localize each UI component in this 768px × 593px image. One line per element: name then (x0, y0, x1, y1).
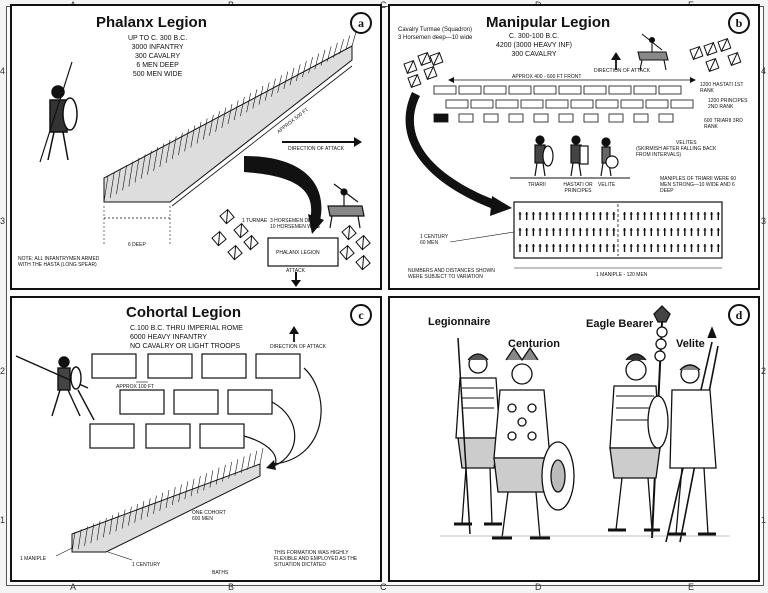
cohortal-title: Cohortal Legion (126, 304, 241, 321)
grid-number-2-left: 2 (0, 366, 6, 376)
phalanx-detail-2: 3000 INFANTRY (131, 44, 184, 51)
hoplite-figure (39, 61, 78, 163)
phalanx-details: UP TO C. 300 B.C. 3000 INFANTRY 300 CAVA… (128, 34, 187, 79)
maniple-ranks (433, 85, 694, 123)
artist-signature: BATHS (212, 570, 229, 576)
panel-b-badge: b (728, 12, 750, 34)
cohortal-diagram (15, 326, 322, 561)
manipular-details: C. 300-100 B.C. 4200 (3000 HEAVY INF) 30… (496, 32, 572, 59)
cavalry-rider (327, 183, 365, 229)
phalanx-direction-label: DIRECTION OF ATTACK (288, 146, 344, 152)
cohortal-details: C.100 B.C. THRU IMPERIAL ROME 6000 HEAVY… (130, 324, 243, 351)
phalanx-note: NOTE: ALL INFANTRYMEN ARMED WITH THE HAS… (18, 256, 100, 268)
cohortal-detail-2: 6000 HEAVY INFANTRY (130, 334, 208, 341)
label-legionnaire: Legionnaire (428, 316, 491, 328)
grid-number-1: 1 (761, 515, 767, 525)
phalanx-detail-5: 500 MEN WIDE (132, 71, 183, 78)
grid-letter-c-bottom: C (380, 582, 387, 592)
manipular-cavalry-note: Cavalry Turmae (Squadron) 3 Horsemen dee… (398, 26, 472, 42)
phalanx-box-label: PHALANX LEGION (276, 250, 320, 256)
cohortal-century-label: 1 CENTURY (132, 562, 161, 568)
manipular-title: Manipular Legion (486, 14, 611, 31)
cohortal-spacing-label: APPROX 100 FT (116, 384, 155, 390)
centurion-figure (492, 346, 575, 540)
phalanx-title: Phalanx Legion (96, 14, 207, 31)
manipular-detail-2: 4200 (3000 HEAVY INF) (496, 42, 573, 49)
cohort-label: ONE COHORT 600 MEN (192, 510, 226, 522)
phalanx-legend-turmae: 1 TURMAE (242, 218, 268, 224)
eagle-bearer-figure (608, 305, 671, 539)
grid-letter-c: C (380, 0, 387, 10)
phalanx-diagram (39, 31, 371, 287)
cohort-blocks (89, 353, 301, 449)
manipular-diagram (403, 33, 742, 269)
legionnaire-figure (454, 337, 502, 535)
javelin-thrower-figure (15, 355, 95, 421)
cohortal-detail-1: C.100 B.C. THRU IMPERIAL ROME (130, 325, 243, 332)
phalanx-legion-panel: a Phalanx Legion UP TO C. 300 B.C. 3000 … (10, 4, 382, 290)
cohortal-legion-panel: c Cohortal Legion C.100 B.C. THRU IMPERI… (10, 296, 382, 582)
manipular-legion-panel: b Manipular Legion Cavalry Turmae (Squad… (388, 4, 760, 290)
phalanx-depth-label: 6 DEEP (128, 242, 146, 248)
velites-note: (SKIRMISH AFTER FALLING BACK FROM INTERV… (636, 146, 717, 158)
label-centurion: Centurion (508, 338, 560, 350)
panel-c-badge: c (350, 304, 372, 326)
phalanx-legend-wide: 10 HORSEMEN WIDE (270, 224, 321, 230)
manipular-note: NUMBERS AND DISTANCES SHOWN WERE SUBJECT… (408, 268, 495, 280)
figure-label-velite: VELITE (598, 182, 616, 188)
grid-letter-e-bottom: E (688, 582, 695, 592)
manipular-detail-1: C. 300-100 B.C. (508, 33, 560, 40)
soldier-illustration (440, 305, 730, 543)
grid-number-4: 4 (761, 66, 767, 76)
soldier-figures-panel: d Legionnaire Centurion Eagle Bearer Vel… (388, 296, 760, 582)
manipular-front-label: APPROX 400 - 600 FT FRONT (512, 74, 582, 80)
panel-a-badge: a (350, 12, 372, 34)
manipular-cavalry (403, 37, 742, 89)
velite-figure (665, 326, 719, 543)
phalanx-soldiers (103, 31, 357, 203)
grid-number-2: 2 (761, 366, 767, 376)
cohort-soldiers (71, 447, 264, 553)
grid-letter-b-bottom: B (228, 582, 235, 592)
grid-letter-a-bottom: A (70, 582, 77, 592)
cohortal-direction-label: DIRECTION OF ATTACK (270, 344, 326, 350)
manipular-soldiers (534, 135, 619, 177)
cohortal-detail-3: NO CAVALRY OR LIGHT TROOPS (130, 343, 241, 350)
velites-label: VELITES (676, 140, 697, 146)
grid-number-3-left: 3 (0, 216, 6, 226)
label-eagle-bearer: Eagle Bearer (586, 318, 654, 330)
grid-number-1-left: 1 (0, 515, 6, 525)
manipular-detail-3: 300 CAVALRY (511, 51, 557, 58)
manipular-direction-label: DIRECTION OF ATTACK (594, 68, 650, 74)
triarii-label: 600 TRIARII 3RD RANK (704, 118, 743, 130)
manipular-cavalry-line-1: Cavalry Turmae (Squadron) (398, 27, 473, 33)
phalanx-detail-1: UP TO C. 300 B.C. (128, 35, 188, 42)
cohortal-note: THIS FORMATION WAS HIGHLY FLEXIBLE AND E… (274, 550, 358, 568)
phalanx-detail-3: 300 CAVALRY (135, 53, 181, 60)
century-soldiers (518, 212, 720, 252)
figure-label-hastati: HASTATI OR PRINCIPES (563, 182, 593, 194)
hastati-label: 1200 HASTATI 1ST RANK (700, 82, 744, 94)
phalanx-legend-horsemen: 3 HORSEMEN DEEP (270, 218, 319, 224)
century-label: 1 CENTURY 60 MEN (420, 234, 449, 246)
maniple-label: 1 MANIPLE - 120 MEN (596, 272, 648, 278)
cohortal-maniple-label: 1 MANIPLE (20, 556, 47, 562)
grid-number-3: 3 (761, 216, 767, 226)
principes-label: 1200 PRINCIPES 2ND RANK (708, 98, 748, 110)
triarii-note: MANIPLES OF TRIARII WERE 60 MEN STRONG—1… (660, 176, 737, 194)
cavalry-squadrons (211, 208, 371, 271)
figure-label-triarii: TRIARII (528, 182, 546, 188)
grid-letter-d-bottom: D (535, 582, 542, 592)
label-velite: Velite (676, 338, 705, 350)
phalanx-attack-label: ATTACK (286, 268, 305, 274)
manipular-cavalry-line-2: 3 Horsemen deep—10 wide (398, 35, 473, 41)
phalanx-detail-4: 6 MEN DEEP (136, 62, 179, 69)
manipular-rider (637, 33, 669, 71)
panel-d-badge: d (728, 304, 750, 326)
grid-number-4-left: 4 (0, 66, 6, 76)
